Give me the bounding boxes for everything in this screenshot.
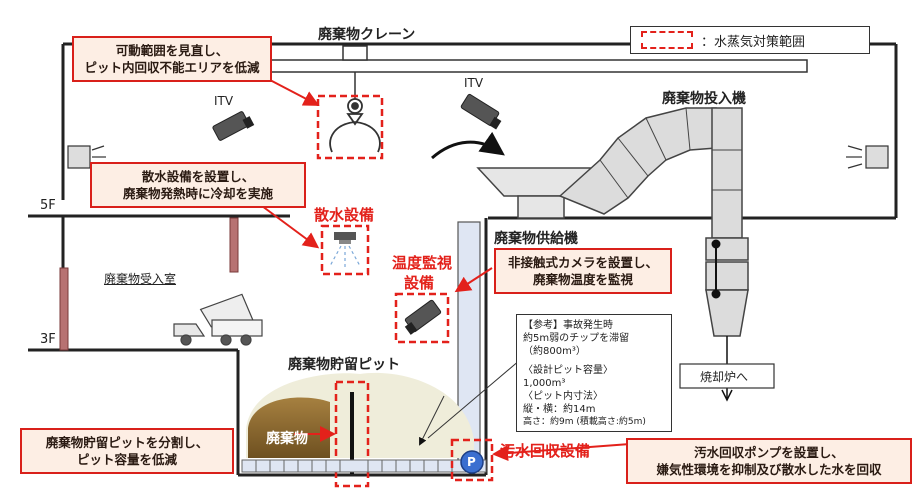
callout-camera: 非接触式カメラを設置し、 廃棄物温度を監視	[494, 248, 672, 294]
callout-arrows	[261, 79, 631, 462]
reference-line: 高さ：約9m (積載高さ:約5m)	[523, 417, 646, 427]
callout-sprinkler: 散水設備を設置し、 廃棄物発熱時に冷却を実施	[90, 162, 306, 208]
wall-segment-lower	[59, 267, 69, 351]
callout-camera-line-1: 非接触式カメラを設置し、	[507, 255, 658, 270]
reference-line: 〈設計ピット容量〉	[523, 365, 613, 376]
sprinkler-red-label: 散水設備	[314, 206, 375, 224]
callout-pit: 廃棄物貯留ピットを分割し、 ピット容量を低減	[20, 428, 234, 474]
sprinkler-icon	[329, 232, 361, 268]
pump-box	[450, 438, 494, 482]
callout-pit-line-2: ピット容量を低減	[76, 452, 177, 467]
incinerator-label: 焼却炉へ	[700, 370, 749, 384]
feeder-ram	[711, 239, 721, 299]
itv-right-label: ITV	[464, 76, 484, 90]
temp-monitor-red-label-1: 温度監視	[392, 254, 453, 272]
itv-camera-left	[212, 111, 255, 141]
pit-floor-grating	[241, 459, 487, 473]
pump-icon	[460, 450, 484, 474]
temp-camera-icon	[404, 299, 442, 335]
waste-label: 廃棄物	[266, 431, 308, 447]
wall-segment-upper	[229, 217, 239, 273]
callout-crane-line-2: ピット内回収不能エリアを低減	[84, 60, 260, 75]
callout-pit-line-1: 廃棄物貯留ピットを分割し、	[45, 435, 209, 450]
reference-note: 【参考】事故発生時 約5m弱のチップを滞留 （約800m³） 〈設計ピット容量〉…	[516, 314, 672, 432]
callout-pump: 汚水回収ポンプを設置し、 嫌気性環境を抑制及び散水した水を回収	[626, 438, 912, 484]
legend: ：水蒸気対策範囲	[630, 26, 870, 54]
crane-label: 廃棄物クレーン	[318, 27, 416, 43]
wastewater-red-label: 汚水回収設備	[500, 442, 591, 460]
callout-pump-line-1: 汚水回収ポンプを設置し、	[694, 445, 844, 460]
reference-line: 縦・横：約14m	[523, 404, 596, 415]
temp-camera-box	[394, 292, 450, 344]
legend-label: ：水蒸気対策範囲	[701, 34, 806, 50]
supply-machine-label: 廃棄物供給機	[494, 231, 578, 247]
storage-pit-label: 廃棄物貯留ピット	[288, 357, 400, 373]
callout-pump-line-2: 嫌気性環境を抑制及び散水した水を回収	[656, 462, 882, 477]
feeder-duct	[558, 107, 749, 337]
callout-sprinkler-line-1: 散水設備を設置し、	[141, 169, 255, 184]
feeder-hopper-label: 廃棄物投入機	[662, 91, 746, 107]
sprinkler-box	[320, 224, 370, 276]
reference-line: 約5m弱のチップを滞留	[523, 333, 630, 344]
pit-divider-box	[334, 380, 370, 488]
callout-crane-line-1: 可動範囲を見直し、	[115, 43, 229, 58]
crane-trolley	[342, 45, 368, 61]
incinerator-box	[679, 363, 775, 389]
pump-symbol-label: P	[467, 455, 476, 469]
receiving-room-label: 廃棄物受入室	[104, 272, 177, 286]
reference-line: （約800m³）	[523, 346, 586, 357]
floor-3f-label: 3F	[40, 332, 56, 347]
itv-camera-right	[460, 93, 502, 130]
crane-grab	[329, 98, 381, 153]
reference-line: 【参考】事故発生時	[523, 320, 613, 331]
dump-truck	[173, 293, 263, 346]
callout-camera-line-2: 廃棄物温度を監視	[532, 272, 633, 287]
crane-range-box	[316, 94, 384, 160]
wall-light-right	[846, 145, 889, 169]
reference-line: 〈ピット内寸法〉	[523, 391, 603, 402]
legend-dash-swatch	[641, 31, 693, 49]
waste-pile	[248, 397, 330, 458]
itv-left-label: ITV	[214, 94, 234, 108]
callout-crane: 可動範囲を見直し、 ピット内回収不能エリアを低減	[72, 36, 272, 82]
crane-motion-arrow	[431, 131, 505, 160]
callout-sprinkler-line-2: 廃棄物発熱時に冷却を実施	[122, 186, 273, 201]
temp-monitor-red-label-2: 設備	[404, 274, 435, 292]
floor-5f-label: 5F	[40, 198, 56, 213]
reference-line: 1,000m³	[523, 378, 566, 389]
